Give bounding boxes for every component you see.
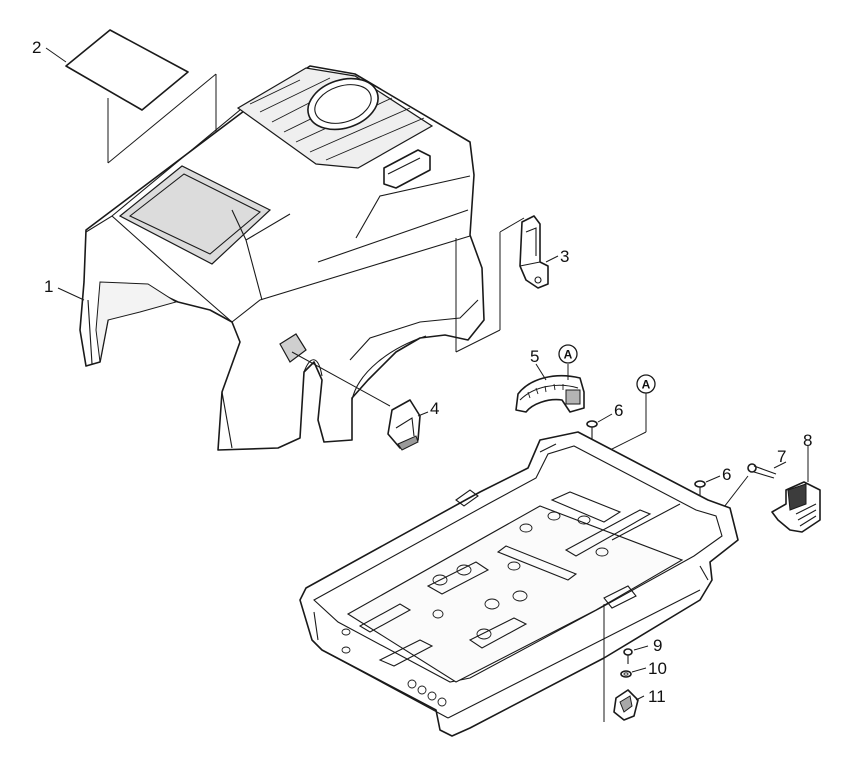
part-10-washer (620, 667, 647, 678)
part-1-cover-hood (79, 65, 485, 451)
part-8-side-cap (771, 446, 821, 533)
callout-labels: 1 2 3 4 5 6 6 7 8 9 10 11 (32, 38, 812, 706)
callout-1: 1 (44, 277, 53, 296)
callout-2: 2 (32, 38, 41, 57)
callout-11: 11 (648, 687, 666, 706)
callout-9: 9 (653, 636, 662, 655)
callout-6-right: 6 (722, 465, 731, 484)
callout-5: 5 (530, 347, 539, 366)
callout-6-upper: 6 (614, 401, 623, 420)
part-3-latch-bracket (455, 215, 559, 353)
reference-marker-a-top: A (558, 344, 578, 364)
part-4-clip (387, 399, 429, 451)
reference-marker-a-lower-text: A (642, 378, 651, 392)
reference-marker-a-top-text: A (564, 348, 573, 362)
part-5-curved-bracket (515, 363, 585, 413)
reference-marker-a-lower: A (597, 374, 656, 457)
callout-3: 3 (560, 247, 569, 266)
callout-10: 10 (648, 659, 667, 678)
part-11-clamp (613, 689, 645, 721)
part-9-screw (623, 645, 649, 664)
callout-7: 7 (777, 447, 786, 466)
callout-4: 4 (430, 399, 439, 418)
part-2-label-sheet (65, 29, 217, 164)
callout-8: 8 (803, 431, 812, 450)
base-chassis-frame (299, 431, 739, 737)
